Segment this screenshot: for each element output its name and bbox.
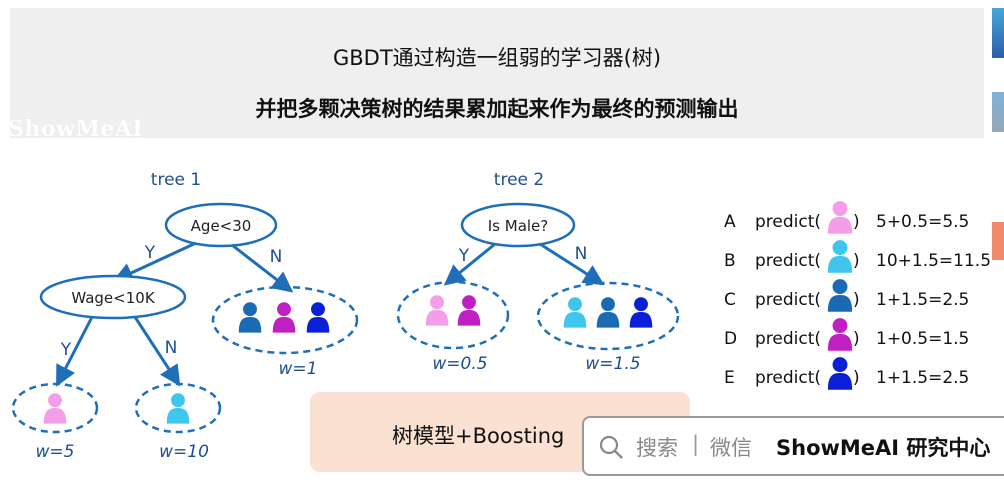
boosting-label: 树模型+Boosting (392, 424, 565, 448)
prediction-prefix: predict( (755, 368, 821, 388)
prediction-result: 1+0.5=1.5 (876, 329, 969, 349)
tree2-leaf-w05 (396, 280, 510, 350)
tree1-inner-yes-label: Y (60, 340, 72, 360)
tree2-root-label: Is Male? (488, 217, 549, 235)
person-icon (596, 297, 620, 328)
edge-decoration-low (992, 222, 1004, 260)
person-icon (827, 240, 853, 273)
prediction-result: 1+1.5=2.5 (876, 368, 969, 388)
prediction-id: E (724, 368, 735, 388)
person-icon (457, 295, 481, 326)
watermark-text: ShowMeAI (8, 116, 144, 142)
person-icon (238, 302, 262, 333)
prediction-suffix: ) (853, 251, 860, 271)
tree1-no-edge (231, 243, 294, 293)
tree2-root-node (460, 202, 576, 248)
person-icon (306, 302, 330, 333)
tree2-yes-label: Y (458, 246, 470, 266)
edge-decoration-top (992, 8, 1004, 58)
person-icon (827, 357, 853, 390)
tree1-root-label: Age<30 (191, 217, 252, 235)
person-icon (827, 279, 853, 312)
tree1-leaf-w5 (11, 382, 99, 434)
prediction-result: 10+1.5=11.5 (876, 251, 991, 271)
search-bar[interactable]: 搜索 | 微信 ShowMeAI 研究中心 (582, 416, 1004, 476)
prediction-prefix: predict( (755, 212, 821, 232)
tree2-yes-edge (443, 242, 496, 286)
search-separator: | (692, 432, 700, 456)
tree2-leaf-w05-label: w=0.5 (432, 354, 487, 374)
tree1-root-node (164, 202, 278, 248)
tree1-no-label: N (270, 247, 283, 267)
search-placeholder: 搜索 (636, 436, 678, 460)
search-icon (599, 435, 623, 459)
tree2-leaf-w15-label: w=1.5 (585, 354, 640, 374)
prediction-result: 5+0.5=5.5 (876, 212, 969, 232)
prediction-row-e: E predict( ) 1+1.5=2.5 (724, 357, 969, 390)
tree1-leaf-w1-label: w=1 (279, 359, 318, 379)
prediction-suffix: ) (853, 329, 860, 349)
tree2-label: tree 2 (494, 170, 544, 190)
prediction-row-b: B predict( ) 10+1.5=11.5 (724, 240, 991, 273)
prediction-prefix: predict( (755, 290, 821, 310)
tree1-leaf-w10 (134, 382, 222, 434)
tree2-no-edge (539, 242, 605, 286)
person-icon (827, 318, 853, 351)
tree1-leaf-w10-label: w=10 (159, 442, 209, 462)
person-icon (563, 297, 587, 328)
prediction-id: C (724, 290, 736, 310)
prediction-id: B (724, 251, 736, 271)
search-channel: 微信 (710, 436, 752, 460)
tree1-inner-yes-edge (56, 316, 94, 387)
prediction-result: 1+1.5=2.5 (876, 290, 969, 310)
prediction-id: A (724, 212, 736, 232)
prediction-suffix: ) (853, 290, 860, 310)
prediction-suffix: ) (853, 212, 860, 232)
person-icon (425, 295, 449, 326)
person-icon (827, 201, 853, 234)
prediction-prefix: predict( (755, 251, 821, 271)
tree1-inner-no-label: N (165, 338, 178, 358)
tree1-inner-no-edge (133, 316, 181, 387)
tree2-no-label: N (575, 244, 588, 264)
title-line-1: GBDT通过构造一组弱的学习器(树) (332, 46, 662, 70)
person-icon (166, 393, 190, 424)
prediction-id: D (724, 329, 737, 349)
prediction-row-a: A predict( ) 5+0.5=5.5 (724, 201, 969, 234)
person-icon (272, 302, 296, 333)
prediction-suffix: ) (853, 368, 860, 388)
tree1-label: tree 1 (151, 170, 201, 190)
tree1-yes-label: Y (144, 243, 156, 263)
prediction-prefix: predict( (755, 329, 821, 349)
tree1-leaf-w5-label: w=5 (36, 442, 75, 462)
tree1-inner-node (39, 274, 187, 320)
edge-decoration-mid (992, 92, 1004, 132)
tree1-inner-label: Wage<10K (71, 289, 155, 307)
person-icon (629, 297, 653, 328)
search-brand: ShowMeAI 研究中心 (776, 436, 991, 460)
person-icon (43, 393, 67, 424)
tree1-leaf-w1 (211, 285, 359, 355)
prediction-row-d: D predict( ) 1+0.5=1.5 (724, 318, 969, 351)
title-banner: GBDT通过构造一组弱的学习器(树) 并把多颗决策树的结果累加起来作为最终的预测… (10, 8, 984, 138)
tree1-yes-edge (112, 241, 197, 283)
prediction-row-c: C predict( ) 1+1.5=2.5 (724, 279, 969, 312)
title-line-2: 并把多颗决策树的结果累加起来作为最终的预测输出 (255, 97, 739, 121)
tree2-leaf-w15 (536, 281, 680, 351)
